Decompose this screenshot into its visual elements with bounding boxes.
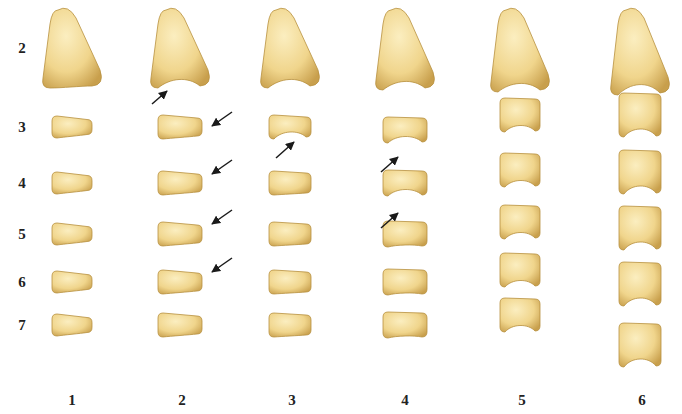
vertebral-body [619, 93, 661, 137]
indicator-arrow [212, 112, 232, 126]
vertebra-c2 [611, 8, 670, 95]
vertebral-body [383, 170, 427, 196]
vertebral-body [500, 253, 540, 287]
vertebral-body [269, 171, 311, 195]
vertebral-body [500, 205, 540, 239]
stage-number: 3 [288, 392, 296, 409]
stage-number: 2 [178, 392, 186, 409]
vertebra-number: 7 [18, 317, 26, 334]
vertebral-body [619, 262, 661, 306]
indicator-arrow [212, 210, 232, 224]
vertebra-number: 4 [18, 175, 26, 192]
vertebra-c2 [43, 8, 102, 88]
vertebral-body [52, 223, 92, 245]
vertebral-body [619, 206, 661, 250]
vertebra-number: 3 [18, 119, 26, 136]
vertebral-body [52, 116, 92, 138]
vertebral-body [500, 98, 540, 132]
vertebral-body [383, 221, 427, 247]
vertebra-c2 [261, 8, 320, 88]
indicator-arrow [381, 213, 398, 228]
vertebral-body [158, 270, 202, 294]
vertebral-body [158, 313, 202, 337]
vertebral-body [500, 153, 540, 187]
indicator-arrow [381, 157, 398, 172]
indicator-arrow [152, 91, 167, 104]
stage-number: 6 [638, 392, 646, 409]
vertebral-body [269, 270, 311, 294]
vertebral-body [52, 172, 92, 194]
vertebra-number: 6 [18, 274, 26, 291]
indicator-arrow [212, 258, 232, 272]
vertebral-body [158, 222, 202, 246]
stage-number: 4 [401, 392, 409, 409]
vertebral-body [158, 115, 202, 139]
vertebral-body [383, 117, 427, 143]
vertebra-c2 [491, 8, 550, 92]
vertebral-body [269, 313, 311, 337]
vertebral-body [500, 298, 540, 332]
stage-number: 1 [68, 392, 76, 409]
vertebral-body [158, 171, 202, 195]
stage-number: 5 [518, 392, 526, 409]
vertebral-body [52, 271, 92, 293]
vertebra-number: 2 [18, 40, 26, 57]
vertebral-body [619, 150, 661, 194]
vertebral-body [269, 115, 311, 139]
indicator-arrow [276, 142, 294, 158]
vertebra-c2 [376, 8, 435, 90]
indicator-arrow [212, 160, 232, 174]
vertebral-body [619, 323, 661, 367]
vertebral-body [383, 312, 427, 338]
vertebra-number: 5 [18, 226, 26, 243]
vertebral-body [383, 269, 427, 295]
vertebral-body [52, 314, 92, 336]
vertebral-body [269, 222, 311, 246]
vertebra-c2 [151, 8, 210, 88]
